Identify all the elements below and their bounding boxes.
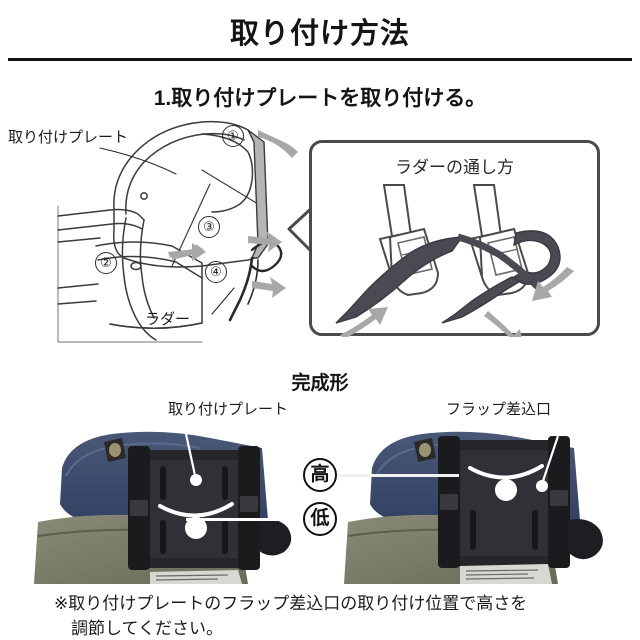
step-marker-3: ③: [198, 216, 220, 238]
step-arrows: [168, 130, 298, 298]
label-mounting-plate: 取り付けプレート: [8, 129, 129, 146]
title-divider: [8, 58, 632, 61]
label-ladder: ラダー: [145, 311, 191, 328]
connector-high: [337, 474, 459, 477]
strap-through-buckle-step2: [441, 184, 574, 337]
strap-through-buckle-step1: [335, 184, 464, 337]
ladder-threading-callout: ラダーの通し方: [309, 140, 600, 337]
photo-label-mounting-plate: 取り付けプレート: [168, 401, 289, 418]
step-marker-4: ④: [205, 261, 227, 283]
footnote: ※取り付けプレートのフラップ差込口の取り付け位置で高さを 調節してください。: [54, 592, 614, 640]
photo-seat-low-position: [0, 424, 304, 584]
footnote-line-1: ※取り付けプレートのフラップ差込口の取り付け位置で高さを: [54, 594, 528, 613]
child-seat-line-drawing: [57, 120, 298, 343]
badge-low: 低: [303, 502, 337, 536]
page-title: 取り付け方法: [229, 18, 410, 50]
footnote-line-2: 調節してください。: [71, 618, 223, 638]
photo-label-flap-slot: フラップ差込口: [446, 401, 552, 418]
finished-photos: [0, 424, 640, 584]
finished-form-heading: 完成形: [291, 373, 349, 394]
photo-seat-high-position: [336, 424, 640, 584]
strap-threading-figures: [335, 184, 574, 337]
badge-high: 高: [303, 458, 337, 492]
step-1-heading: 1.取り付けプレートを取り付ける。: [153, 87, 487, 110]
step-1-illustration: 取り付けプレート ラダー ① ② ③ ④ ラダーの通し方: [0, 118, 640, 353]
step-marker-1: ①: [222, 125, 244, 147]
callout-title: ラダーの通し方: [395, 158, 514, 177]
step-marker-2: ②: [95, 252, 117, 274]
connector-low: [186, 518, 304, 521]
